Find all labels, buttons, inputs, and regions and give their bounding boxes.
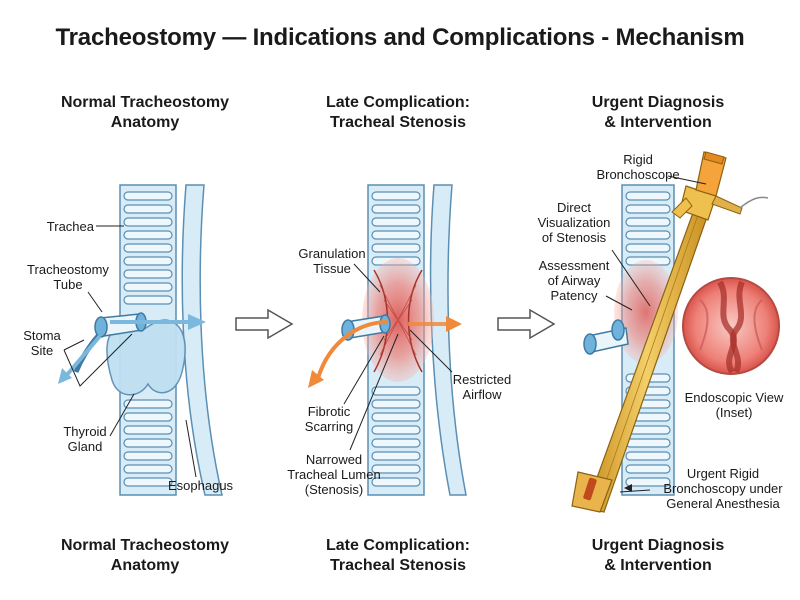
cartilage-ring	[123, 204, 173, 214]
label-airway-patency: Assessment of Airway Patency	[538, 258, 610, 303]
esophagus-2	[429, 184, 467, 496]
panel-3-heading-bottom: Urgent Diagnosis & Intervention	[591, 537, 725, 574]
panel-3-illustration	[571, 151, 780, 513]
airflow-arrow-out	[188, 314, 206, 330]
cartilage-ring	[123, 295, 173, 305]
cartilage-ring	[123, 191, 173, 201]
panel-1-heading-bottom: Normal Tracheostomy Anatomy	[60, 537, 230, 574]
label-restricted-airflow: Restricted Airflow	[452, 372, 512, 402]
cartilage-ring	[625, 204, 671, 214]
restricted-arrow-out	[446, 316, 462, 332]
cartilage-ring	[123, 243, 173, 253]
label-thyroid-gland: Thyroid Gland	[63, 424, 107, 454]
fibrotic-scarring	[379, 284, 417, 356]
cartilage-ring	[625, 243, 671, 253]
panel-1-illustration	[58, 184, 223, 496]
cartilage-ring	[371, 438, 421, 448]
label-granulation-tissue: Granulation Tissue	[298, 246, 366, 276]
label-urgent-bronchoscopy: Urgent Rigid Bronchoscopy under General …	[663, 466, 783, 511]
cartilage-ring	[123, 425, 173, 435]
cartilage-ring	[123, 230, 173, 240]
panel-arrow-2	[497, 308, 556, 340]
label-tracheostomy-tube: Tracheostomy Tube	[27, 262, 109, 292]
tracheostomy-tube-3	[583, 319, 629, 355]
cartilage-ring	[123, 412, 173, 422]
panel-3-heading-top: Urgent Diagnosis & Intervention	[591, 94, 725, 131]
cartilage-ring	[123, 438, 173, 448]
label-trachea: Trachea	[46, 219, 94, 234]
panel-arrow-1	[235, 308, 294, 340]
cartilage-ring	[625, 230, 671, 240]
cartilage-ring	[123, 464, 173, 474]
cartilage-ring	[625, 477, 671, 487]
panel-2-illustration	[308, 184, 467, 496]
cartilage-ring	[123, 256, 173, 266]
cartilage-ring	[371, 204, 421, 214]
cartilage-ring	[371, 399, 421, 409]
label-esophagus: Esophagus	[168, 478, 234, 493]
cartilage-ring	[123, 399, 173, 409]
cartilage-ring	[123, 282, 173, 292]
cartilage-ring	[625, 438, 671, 448]
cartilage-ring	[123, 477, 173, 487]
esophagus-1	[181, 184, 223, 496]
cartilage-ring	[371, 451, 421, 461]
label-endoscopic-view: Endoscopic View (Inset)	[684, 390, 784, 420]
endoscopic-inset	[682, 277, 780, 375]
cartilage-ring	[371, 243, 421, 253]
cartilage-ring	[371, 477, 421, 487]
cartilage-ring	[123, 451, 173, 461]
panel-2-heading-top: Late Complication: Tracheal Stenosis	[325, 94, 470, 131]
panel-1-heading-top: Normal Tracheostomy Anatomy	[60, 94, 230, 131]
restricted-arrow-in	[308, 370, 324, 388]
cartilage-ring	[371, 412, 421, 422]
cartilage-ring	[625, 217, 671, 227]
label-direct-visualization: Direct Visualization of Stenosis	[537, 200, 611, 245]
airflow-arrow-in	[58, 368, 72, 384]
cartilage-ring	[371, 425, 421, 435]
cartilage-ring	[371, 191, 421, 201]
cartilage-ring	[371, 386, 421, 396]
cartilage-ring	[625, 191, 671, 201]
cartilage-ring	[123, 269, 173, 279]
label-stoma-site: Stoma Site	[23, 328, 61, 358]
rigid-bronchoscope	[571, 151, 769, 513]
cartilage-ring	[123, 217, 173, 227]
cartilage-ring	[371, 230, 421, 240]
cartilage-ring	[625, 451, 671, 461]
cartilage-ring	[371, 217, 421, 227]
cartilage-ring	[625, 464, 671, 474]
cartilage-ring	[371, 464, 421, 474]
panel-2-heading-bottom: Late Complication: Tracheal Stenosis	[325, 537, 470, 574]
label-rigid-bronchoscope: Rigid Bronchoscope	[596, 152, 680, 182]
label-fibrotic-scarring: Fibrotic Scarring	[304, 404, 354, 434]
page-title: Tracheostomy — Indications and Complicat…	[55, 24, 745, 51]
label-narrowed-lumen: Narrowed Tracheal Lumen (Stenosis)	[287, 452, 381, 497]
